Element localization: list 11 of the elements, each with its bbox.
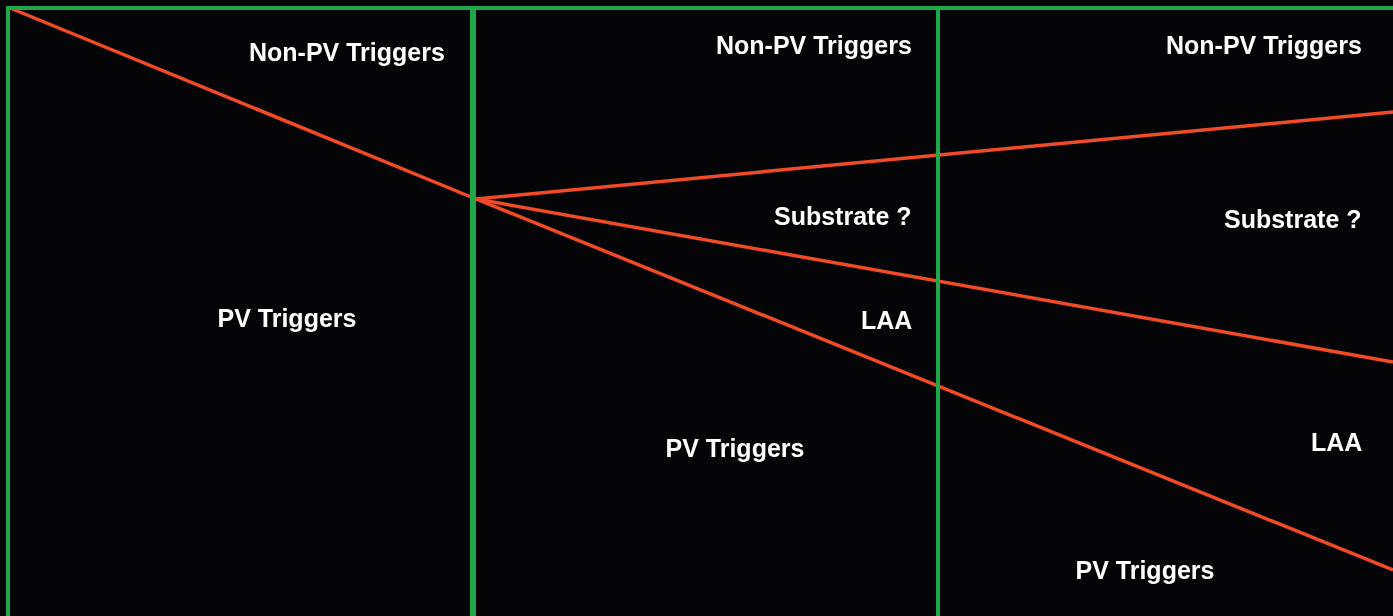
region-label: Substrate ? xyxy=(774,201,912,231)
region-label: PV Triggers xyxy=(1075,555,1215,585)
region-label: LAA xyxy=(861,305,913,335)
region-label: LAA xyxy=(1311,427,1363,457)
region-label: PV Triggers xyxy=(665,433,805,463)
region-label: Substrate ? xyxy=(1224,204,1362,234)
region-label: Non-PV Triggers xyxy=(249,37,445,67)
panel xyxy=(6,6,476,616)
region-label: Non-PV Triggers xyxy=(1166,30,1362,60)
region-label: PV Triggers xyxy=(217,303,357,333)
region-label: Non-PV Triggers xyxy=(716,30,912,60)
